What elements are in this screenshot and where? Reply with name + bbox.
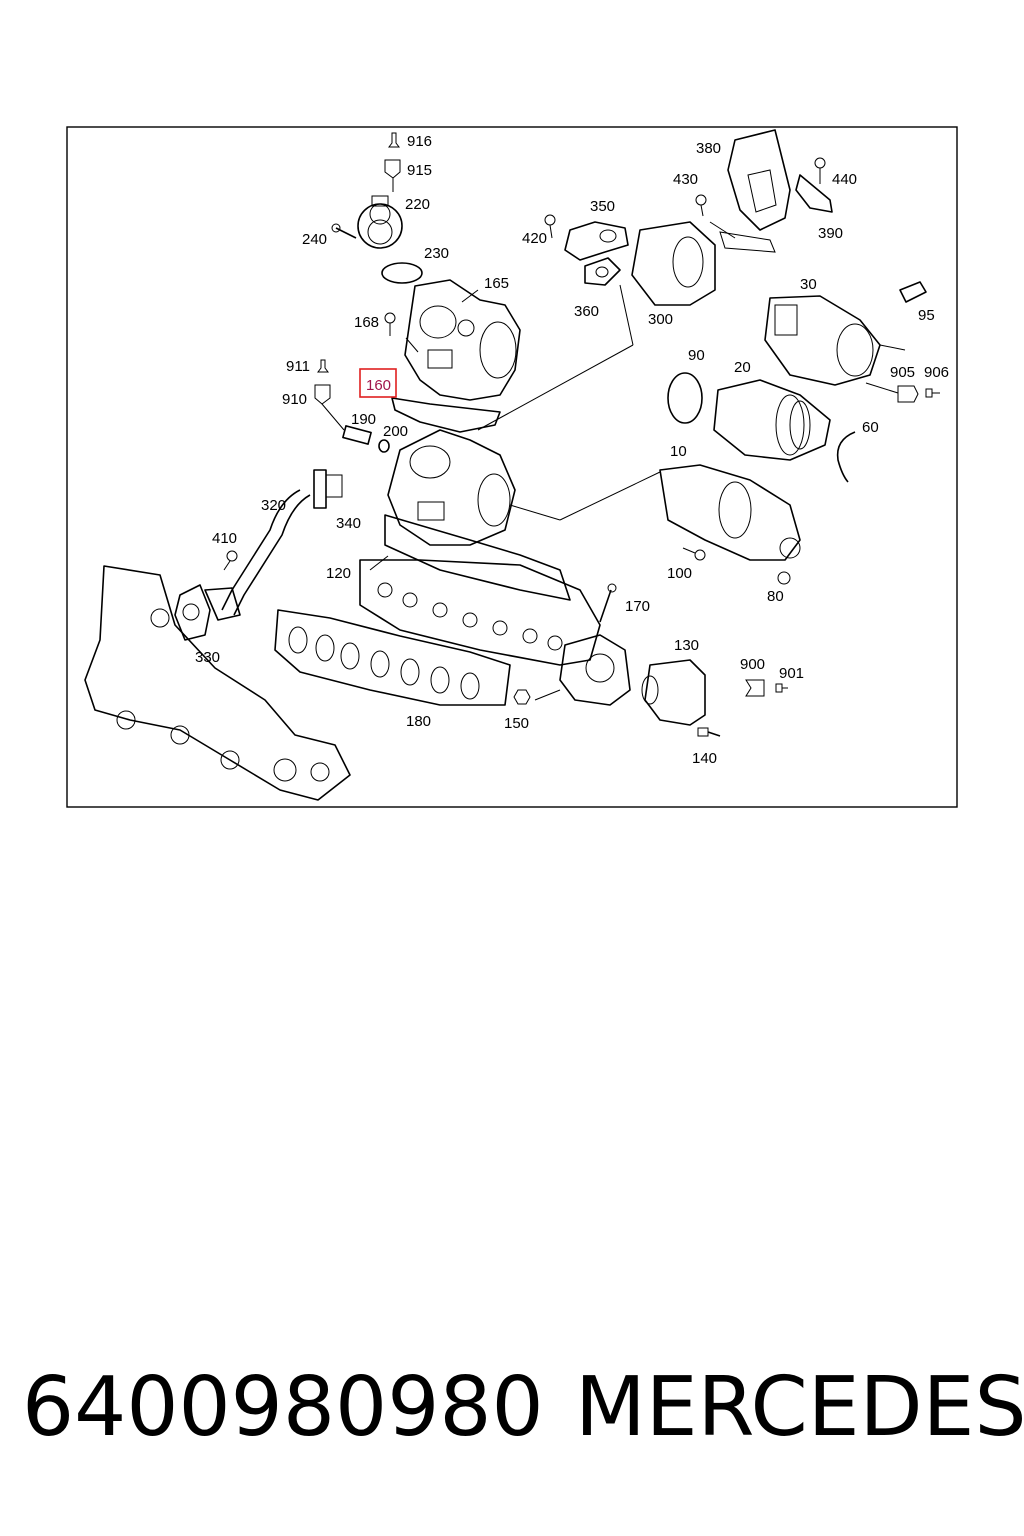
part-300 <box>631 221 716 306</box>
callout-60: 60 <box>862 419 879 436</box>
part-230 <box>381 262 423 284</box>
part-320 <box>221 489 311 616</box>
part-330 <box>174 584 241 641</box>
part-60 <box>836 431 856 483</box>
part-220 <box>357 195 403 249</box>
part-120 <box>384 429 571 601</box>
part-905 <box>897 385 919 403</box>
part-90 <box>667 372 703 424</box>
callout-440: 440 <box>832 171 857 188</box>
callout-130: 130 <box>674 637 699 654</box>
brand-name: MERCEDES <box>575 1360 1024 1455</box>
callout-160: 160 <box>366 377 391 394</box>
part-100 <box>682 547 706 561</box>
callout-905: 905 <box>890 364 915 381</box>
part-165 <box>404 279 521 401</box>
callout-300: 300 <box>648 311 673 328</box>
callout-30: 30 <box>800 276 817 293</box>
part-390 <box>795 174 833 213</box>
callout-380: 380 <box>696 140 721 157</box>
part-901 <box>775 683 788 693</box>
part-906 <box>925 388 940 398</box>
part-911 <box>317 359 329 373</box>
callout-180: 180 <box>406 713 431 730</box>
part-160 <box>391 397 501 433</box>
callout-420: 420 <box>522 230 547 247</box>
callout-10: 10 <box>670 443 687 460</box>
callout-350: 350 <box>590 198 615 215</box>
callout-410: 410 <box>212 530 237 547</box>
callout-915: 915 <box>407 162 432 179</box>
part-420 <box>544 214 556 239</box>
callout-190: 190 <box>351 411 376 428</box>
callout-390: 390 <box>818 225 843 242</box>
part-900 <box>745 679 765 697</box>
callout-95: 95 <box>918 307 935 324</box>
highlight-box-160 <box>359 368 397 398</box>
part-20 <box>713 379 831 461</box>
part-168 <box>384 312 396 336</box>
callout-230: 230 <box>424 245 449 262</box>
callout-165: 165 <box>484 275 509 292</box>
part-95 <box>899 281 927 303</box>
callout-90: 90 <box>688 347 705 364</box>
callout-220: 220 <box>405 196 430 213</box>
callout-320: 320 <box>261 497 286 514</box>
callout-20: 20 <box>734 359 751 376</box>
callout-906: 906 <box>924 364 949 381</box>
part-170 <box>599 583 617 623</box>
part-380 <box>727 129 791 231</box>
callout-430: 430 <box>673 171 698 188</box>
part-340 <box>313 469 343 509</box>
diagram-frame <box>66 126 958 808</box>
callout-100: 100 <box>667 565 692 582</box>
part-360 <box>584 257 621 286</box>
callout-340: 340 <box>336 515 361 532</box>
callout-911: 911 <box>286 358 310 375</box>
callout-150: 150 <box>504 715 529 732</box>
callout-170: 170 <box>625 598 650 615</box>
part-manifold <box>359 559 601 666</box>
caption-bar: 6400980980 MERCEDES <box>0 1360 1024 1470</box>
callout-80: 80 <box>767 588 784 605</box>
callout-240: 240 <box>302 231 327 248</box>
callout-200: 200 <box>383 423 408 440</box>
part-190 <box>342 425 372 445</box>
part-180 <box>274 609 511 706</box>
part-440 <box>814 157 826 184</box>
part-350 <box>564 221 629 261</box>
callout-916: 916 <box>407 133 432 150</box>
parts-diagram: 916 915 220 240 230 165 168 911 160 910 … <box>66 126 958 808</box>
part-240 <box>331 223 357 239</box>
callout-910: 910 <box>282 391 307 408</box>
callout-168: 168 <box>354 314 379 331</box>
leader-lines <box>369 284 906 701</box>
callout-330: 330 <box>195 649 220 666</box>
part-exhaust-manifold <box>84 565 351 801</box>
part-10 <box>659 464 801 561</box>
callout-360: 360 <box>574 303 599 320</box>
part-number: 6400980980 <box>22 1360 544 1455</box>
part-916 <box>388 132 400 148</box>
part-throttle-lower <box>559 634 631 706</box>
part-130 <box>641 659 706 726</box>
part-80 <box>777 571 791 585</box>
part-30 <box>764 295 881 386</box>
callout-901: 901 <box>779 665 804 682</box>
callout-900: 900 <box>740 656 765 673</box>
part-200 <box>378 439 390 453</box>
callout-120: 120 <box>326 565 351 582</box>
callout-140: 140 <box>692 750 717 767</box>
callouts: 916 915 220 240 230 165 168 911 160 910 … <box>195 133 949 767</box>
part-140 <box>697 727 721 737</box>
part-150 <box>513 689 531 705</box>
part-430 <box>695 194 707 217</box>
part-915 <box>384 159 401 192</box>
part-910 <box>314 384 331 405</box>
part-410 <box>223 550 238 571</box>
